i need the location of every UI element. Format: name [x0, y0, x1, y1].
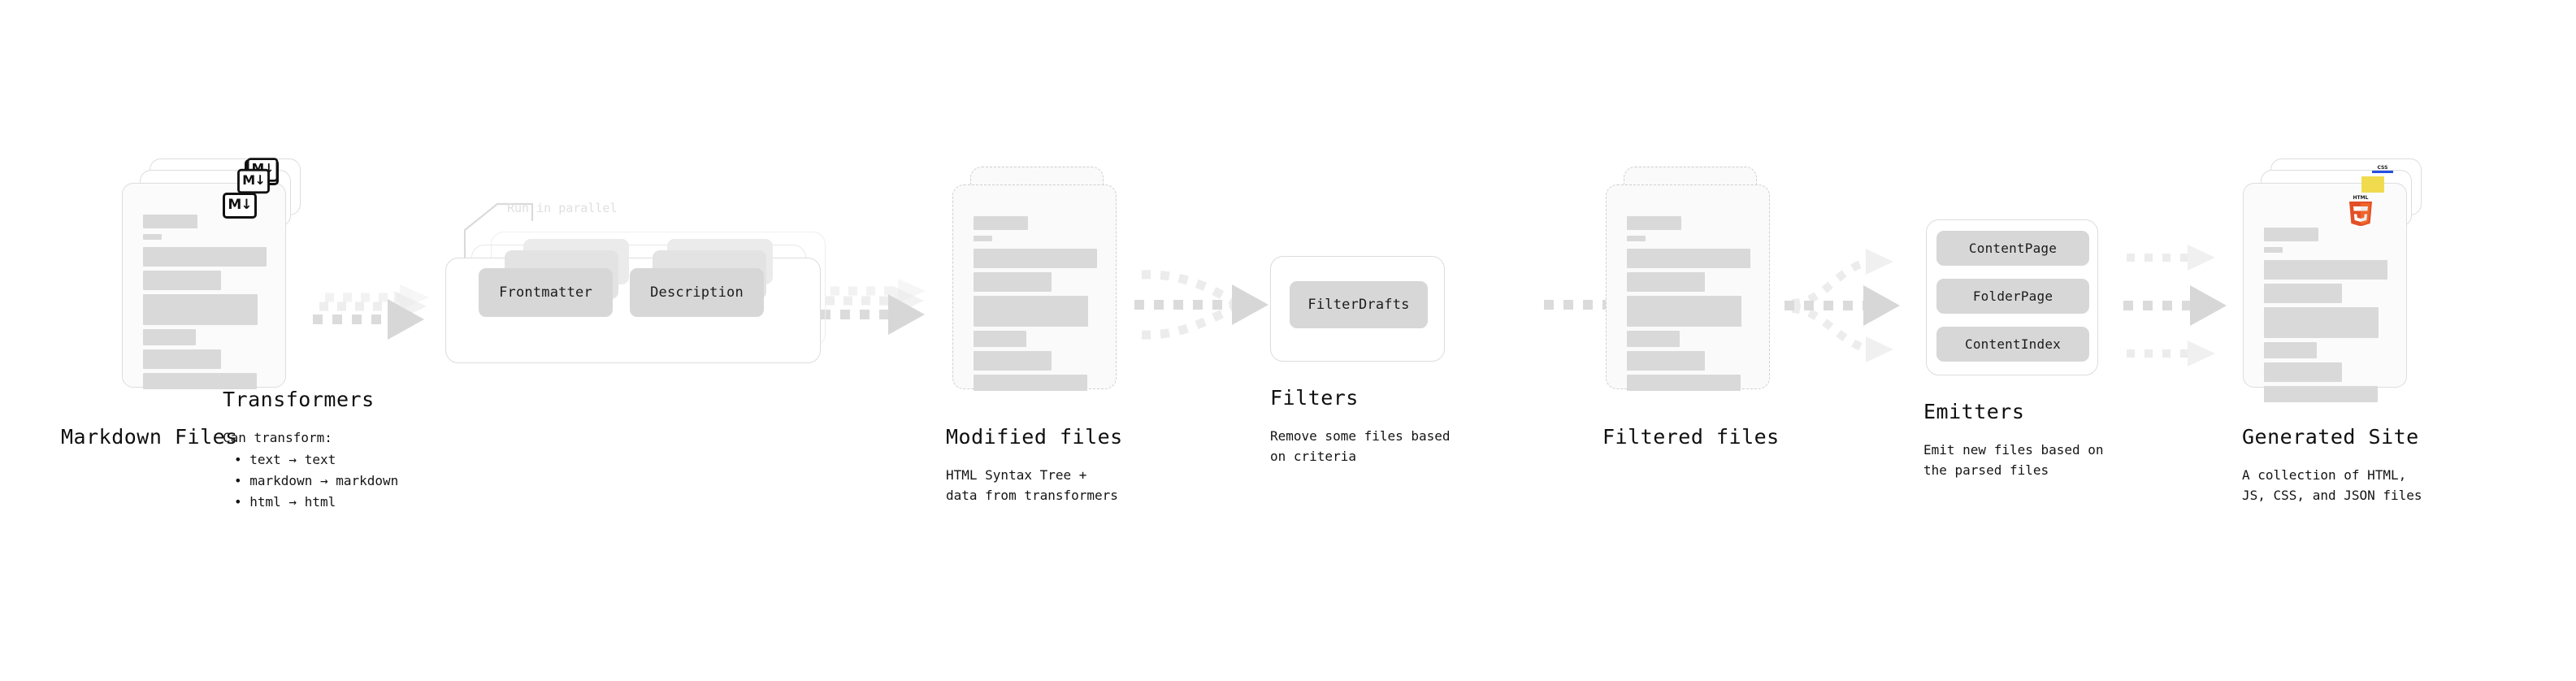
doc-bar-1 — [143, 247, 267, 267]
html5-icon: HTML — [2349, 195, 2372, 227]
connector-filtered-to-emitters — [1785, 249, 1900, 362]
modified-doc-front — [952, 184, 1117, 391]
stage-generated-site: CSS HTML — [2242, 158, 2438, 503]
emitter-pill-folderpage[interactable]: FolderPage — [1936, 279, 2089, 314]
doc-bar-6 — [143, 373, 257, 389]
doc-bar-6 — [2264, 386, 2378, 402]
doc-bar-4 — [143, 329, 196, 345]
doc-bar-2 — [143, 271, 221, 290]
site-doc-front — [2243, 183, 2407, 402]
stage-title-filters: Filters — [1270, 386, 1359, 410]
connector-transformers-to-modified — [821, 279, 926, 335]
doc-bar-3 — [974, 296, 1088, 327]
stage-subtitle-filters: Remove some files based on criteria — [1270, 428, 1451, 464]
stage-title-transformers: Transformers — [223, 388, 375, 411]
doc-bar-6 — [1627, 375, 1741, 391]
doc-bar-3 — [143, 294, 258, 325]
doc-bar-3 — [2264, 307, 2379, 338]
doc-bar-4 — [2264, 342, 2317, 358]
doc-bar-1 — [974, 249, 1097, 268]
stage-title-markdown-files: Markdown Files — [61, 425, 238, 449]
transformer-pill-frontmatter[interactable]: Frontmatter — [479, 268, 613, 317]
connector-modified-to-filters — [1134, 270, 1268, 340]
doc-bar-title — [143, 215, 197, 228]
transformers-frame: Frontmatter Description — [445, 239, 821, 363]
stage-subtitle-modified-files: HTML Syntax Tree + data from transformer… — [946, 467, 1118, 503]
doc-bar-5 — [143, 349, 221, 369]
doc-bar-6 — [974, 375, 1087, 391]
doc-bar-5 — [1627, 351, 1705, 371]
markdown-doc-stack: M↓ M↓ M↓ M↓ — [122, 158, 309, 410]
doc-bar-2 — [2264, 284, 2342, 303]
doc-bar-title — [1627, 216, 1681, 230]
emitters-frame: ContentPage FolderPage ContentIndex — [1926, 219, 2098, 375]
doc-bar-2 — [1627, 272, 1705, 292]
doc-bar-1 — [2264, 260, 2387, 280]
filtered-doc-stack — [1606, 167, 1793, 427]
emitter-pill-contentindex[interactable]: ContentIndex — [1936, 327, 2089, 362]
doc-bar-sub — [143, 234, 162, 240]
doc-bar-5 — [974, 351, 1052, 371]
transformers-bullet-2: • markdown → markdown — [234, 473, 399, 488]
html5-badge: HTML — [2347, 193, 2374, 227]
doc-bar-title — [2264, 228, 2318, 241]
doc-bar-4 — [1627, 331, 1680, 347]
stage-title-filtered-files: Filtered files — [1602, 425, 1780, 449]
stage-subtitle-generated-site: A collection of HTML, JS, CSS, and JSON … — [2242, 467, 2422, 503]
stage-subtitle-emitters: Emit new files based on the parsed files — [1923, 442, 2104, 478]
doc-bar-3 — [1627, 296, 1741, 327]
markdown-badge-layer-2: M↓ — [237, 168, 270, 194]
stage-modified-files: Modified files HTML Syntax Tree + data f… — [946, 167, 1139, 503]
filtered-doc-front — [1606, 184, 1770, 391]
doc-bar-5 — [2264, 362, 2342, 382]
doc-bar-4 — [974, 331, 1026, 347]
transformers-bullet-1: • text → text — [234, 452, 336, 467]
transformer-pill-description[interactable]: Description — [630, 268, 764, 317]
svg-text:HTML: HTML — [2353, 195, 2369, 201]
doc-bar-sub — [974, 236, 992, 241]
doc-bar-1 — [1627, 249, 1750, 268]
modified-doc-stack — [952, 167, 1139, 427]
doc-bar-2 — [974, 272, 1052, 292]
markdown-badge: M↓ — [223, 193, 257, 219]
doc-bar-title — [974, 216, 1028, 230]
transformers-bullet-3: • html → html — [234, 494, 336, 510]
emitter-pill-contentpage[interactable]: ContentPage — [1936, 231, 2089, 266]
css3-icon: CSS — [2372, 165, 2393, 173]
stage-title-generated-site: Generated Site — [2242, 425, 2419, 449]
stage-subtitle-transformers: Can transform: — [223, 430, 332, 445]
doc-bar-sub — [2264, 247, 2283, 253]
site-doc-stack: CSS HTML — [2243, 158, 2438, 419]
filter-pill-filterdrafts[interactable]: FilterDrafts — [1290, 281, 1428, 328]
stage-markdown-files: M↓ M↓ M↓ M↓ Markdown Files — [61, 158, 309, 449]
markdown-doc-front: M↓ — [122, 159, 286, 389]
stage-filtered-files: Filtered files — [1602, 167, 1793, 449]
run-in-parallel-label: Run in parallel — [507, 201, 618, 215]
css3-badge: CSS — [2371, 163, 2394, 176]
stage-title-modified-files: Modified files — [946, 425, 1123, 449]
stage-title-emitters: Emitters — [1923, 400, 2025, 423]
connector-md-to-transformers — [313, 284, 429, 340]
svg-text:CSS: CSS — [2378, 165, 2388, 171]
js-badge — [2361, 176, 2384, 193]
filters-frame: FilterDrafts — [1270, 256, 1445, 362]
doc-bar-sub — [1627, 236, 1646, 241]
connector-emitters-to-site — [2123, 245, 2227, 367]
